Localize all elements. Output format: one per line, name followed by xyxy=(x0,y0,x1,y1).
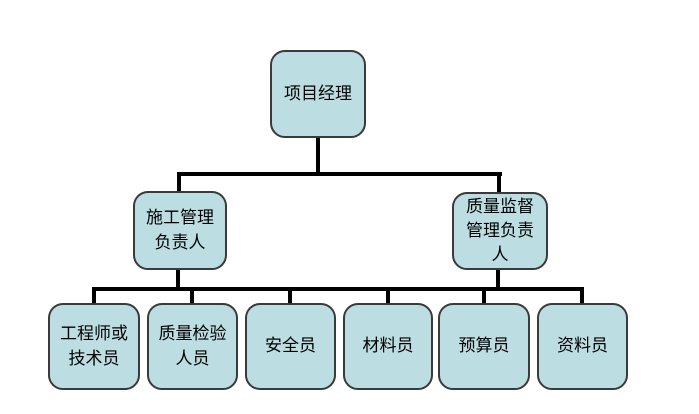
connector-safety-officer-in xyxy=(288,287,292,305)
connector-root-drop xyxy=(316,136,320,176)
node-material-officer-label: 材料员 xyxy=(362,336,414,356)
node-budget-officer-label: 预算员 xyxy=(458,336,510,356)
node-engineer-or-technician-label: 工程师或 技术员 xyxy=(60,324,128,368)
connector-quality-inspector-in xyxy=(190,287,194,305)
node-quality-supervision-manager: 质量监督 管理负责 人 xyxy=(452,192,548,270)
node-construction-manager: 施工管理 负责人 xyxy=(133,191,227,270)
node-construction-manager-label: 施工管理 负责人 xyxy=(146,208,214,252)
connector-quality-manager-in xyxy=(497,172,501,194)
node-safety-officer: 安全员 xyxy=(245,303,336,390)
node-quality-inspector: 质量检验 人员 xyxy=(147,303,238,390)
connector-document-officer-in xyxy=(580,287,584,305)
node-project-manager: 项目经理 xyxy=(270,50,366,138)
node-document-officer-label: 资料员 xyxy=(557,336,608,356)
connector-construction-manager-in xyxy=(177,172,181,193)
connector-material-officer-in xyxy=(386,287,390,305)
node-budget-officer: 预算员 xyxy=(438,303,530,390)
node-quality-inspector-label: 质量检验 人员 xyxy=(158,324,227,368)
connector-budget-officer-in xyxy=(482,287,486,305)
node-quality-supervision-manager-label: 质量监督 管理负责 人 xyxy=(466,196,534,265)
connector-tier2-bus xyxy=(92,287,584,291)
node-material-officer: 材料员 xyxy=(343,303,433,390)
node-safety-officer-label: 安全员 xyxy=(265,336,316,356)
node-engineer-or-technician: 工程师或 技术员 xyxy=(48,303,140,390)
connector-quality-manager-out xyxy=(496,268,500,290)
node-document-officer: 资料员 xyxy=(537,303,628,390)
connector-construction-manager-out xyxy=(176,268,180,290)
node-project-manager-label: 项目经理 xyxy=(284,83,352,103)
connector-engineer-in xyxy=(92,287,96,305)
connector-tier1-bus xyxy=(177,172,502,176)
